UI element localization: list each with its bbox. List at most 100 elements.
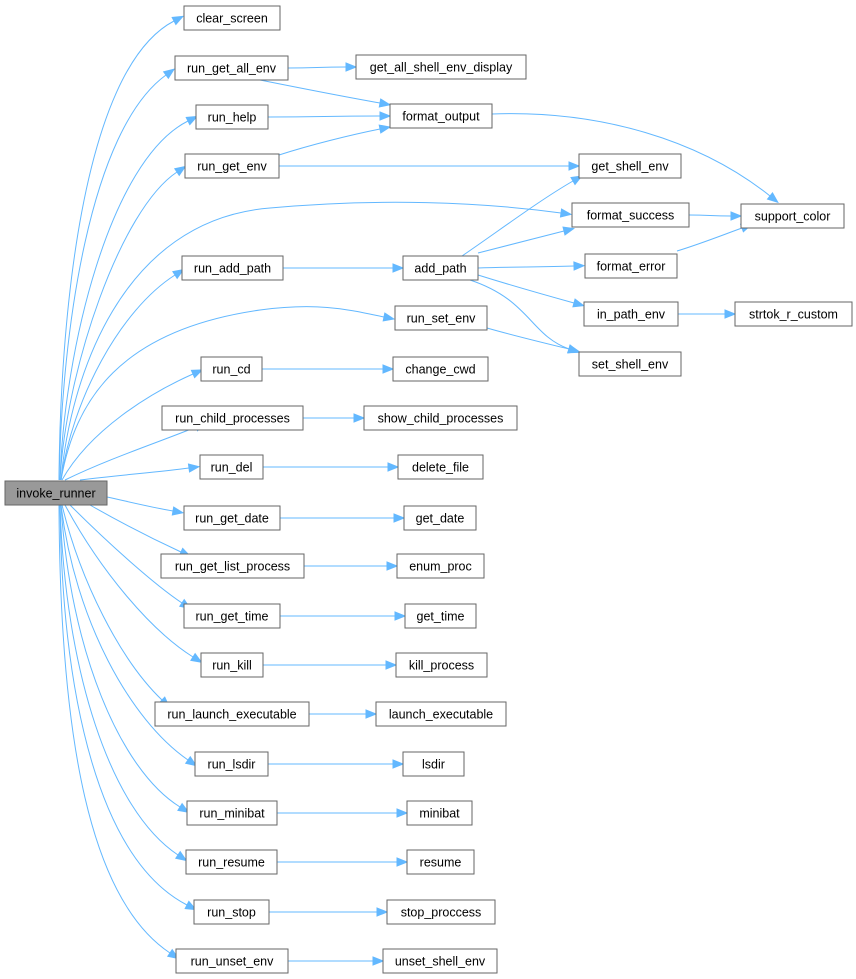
arrowhead-icon: [392, 263, 405, 273]
node-label: in_path_env: [597, 308, 666, 322]
edge-invoke_runner-to-run_add_path: [60, 268, 185, 481]
edge-run_get_env-to-get_shell_env: [279, 161, 581, 171]
node-show_child_processes[interactable]: show_child_processes: [363, 405, 518, 431]
arrowhead-icon: [396, 808, 409, 818]
node-run_get_list_process[interactable]: run_get_list_process: [160, 553, 305, 579]
node-label: minibat: [419, 807, 460, 821]
node-label: run_set_env: [407, 312, 477, 326]
edge-invoke_runner-to-format_success: [60, 201, 573, 481]
edge-invoke_runner-to-run_get_env: [59, 165, 187, 481]
arrowhead-icon: [382, 364, 395, 374]
node-box: [4, 480, 108, 506]
edge-in_path_env-to-strtok_r_custom: [678, 309, 737, 319]
node-resume[interactable]: resume: [406, 849, 475, 875]
node-format_output[interactable]: format_output: [389, 103, 493, 129]
node-run_lsdir[interactable]: run_lsdir: [194, 751, 269, 777]
node-label: run_help: [208, 111, 257, 125]
edge-invoke_runner-to-clear_screen: [58, 15, 185, 481]
edge-format_success-to-support_color: [688, 211, 743, 221]
arrowhead-icon: [372, 956, 385, 966]
node-run_get_date[interactable]: run_get_date: [183, 505, 281, 531]
node-run_launch_executable[interactable]: run_launch_executable: [154, 701, 310, 727]
edge-line: [106, 496, 174, 512]
edge-invoke_runner-to-run_stop: [59, 504, 198, 911]
node-run_minibat[interactable]: run_minibat: [186, 800, 278, 826]
node-run_get_env[interactable]: run_get_env: [184, 153, 280, 179]
node-get_shell_env[interactable]: get_shell_env: [578, 153, 682, 179]
node-get_date[interactable]: get_date: [403, 505, 477, 531]
node-stop_proccess[interactable]: stop_proccess: [386, 899, 496, 925]
edge-run_stop-to-stop_proccess: [269, 907, 389, 917]
node-kill_process[interactable]: kill_process: [395, 652, 488, 678]
node-label: run_unset_env: [191, 955, 274, 969]
node-label: clear_screen: [196, 12, 268, 26]
arrowhead-icon: [376, 907, 389, 917]
node-label: run_get_time: [196, 610, 269, 624]
node-box: [200, 356, 263, 382]
node-run_kill[interactable]: run_kill: [200, 652, 264, 678]
node-format_error[interactable]: format_error: [584, 253, 678, 279]
node-invoke_runner[interactable]: invoke_runner: [4, 480, 108, 506]
node-run_unset_env[interactable]: run_unset_env: [175, 948, 289, 974]
edge-run_unset_env-to-unset_shell_env: [288, 956, 385, 966]
node-label: get_all_shell_env_display: [370, 61, 513, 75]
node-in_path_env[interactable]: in_path_env: [583, 301, 679, 327]
edge-line: [477, 230, 565, 254]
node-box: [363, 405, 518, 431]
node-box: [386, 899, 496, 925]
node-label: format_error: [597, 260, 666, 274]
node-label: support_color: [755, 210, 831, 224]
node-box: [583, 301, 679, 327]
arrowhead-icon: [353, 413, 366, 423]
node-run_get_all_env[interactable]: run_get_all_env: [174, 55, 289, 81]
node-support_color[interactable]: support_color: [740, 203, 845, 229]
node-delete_file[interactable]: delete_file: [397, 454, 484, 480]
node-run_resume[interactable]: run_resume: [185, 849, 278, 875]
edge-invoke_runner-to-run_get_all_env: [58, 68, 176, 481]
node-run_child_processes[interactable]: run_child_processes: [161, 405, 304, 431]
node-enum_proc[interactable]: enum_proc: [396, 553, 485, 579]
arrowhead-icon: [187, 463, 201, 473]
node-change_cwd[interactable]: change_cwd: [392, 356, 489, 382]
nodes-layer: invoke_runner clear_screen run_get_all_env…: [4, 5, 853, 974]
node-get_time[interactable]: get_time: [404, 603, 477, 629]
node-box: [160, 553, 305, 579]
node-label: show_child_processes: [378, 412, 504, 426]
node-label: add_path: [414, 262, 466, 276]
node-launch_executable[interactable]: launch_executable: [375, 701, 507, 727]
node-minibat[interactable]: minibat: [406, 800, 473, 826]
node-label: run_kill: [212, 659, 252, 673]
node-run_stop[interactable]: run_stop: [193, 899, 270, 925]
node-run_set_env[interactable]: run_set_env: [394, 305, 488, 331]
node-add_path[interactable]: add_path: [402, 255, 479, 281]
node-set_shell_env[interactable]: set_shell_env: [578, 351, 682, 377]
node-box: [395, 652, 488, 678]
node-run_del[interactable]: run_del: [199, 454, 264, 480]
edge-run_lsdir-to-lsdir: [268, 759, 405, 769]
node-unset_shell_env[interactable]: unset_shell_env: [382, 948, 498, 974]
edge-line: [688, 214, 732, 217]
node-format_success[interactable]: format_success: [571, 202, 690, 228]
edge-invoke_runner-to-run_kill: [64, 504, 203, 664]
edge-line: [59, 504, 179, 856]
edge-line: [486, 327, 570, 350]
node-label: kill_process: [409, 659, 474, 673]
node-run_cd[interactable]: run_cd: [200, 356, 263, 382]
node-run_help[interactable]: run_help: [195, 104, 269, 130]
arrowhead-icon: [393, 513, 406, 523]
node-clear_screen[interactable]: clear_screen: [183, 5, 281, 31]
edge-run_set_env-to-set_shell_env: [486, 327, 581, 354]
edge-line: [59, 504, 188, 906]
node-get_all_shell_env_display[interactable]: get_all_shell_env_display: [355, 54, 527, 80]
node-label: get_shell_env: [591, 160, 669, 174]
node-label: launch_executable: [389, 708, 493, 722]
edge-line: [59, 171, 178, 481]
node-strtok_r_custom[interactable]: strtok_r_custom: [734, 301, 853, 327]
node-label: get_date: [416, 512, 465, 526]
node-box: [199, 454, 264, 480]
node-label: set_shell_env: [592, 358, 669, 372]
node-run_get_time[interactable]: run_get_time: [183, 603, 281, 629]
node-lsdir[interactable]: lsdir: [402, 751, 465, 777]
node-box: [571, 202, 690, 228]
node-run_add_path[interactable]: run_add_path: [181, 255, 284, 281]
